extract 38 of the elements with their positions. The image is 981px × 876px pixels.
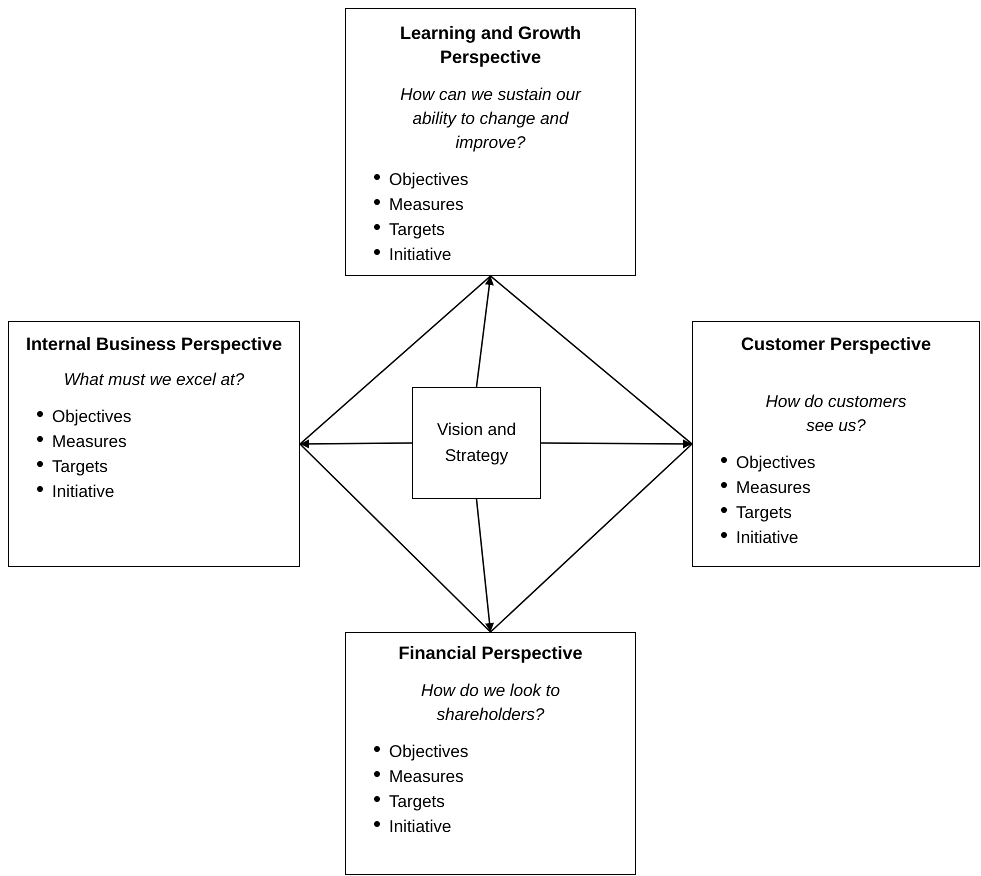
list-item: Targets <box>736 502 792 524</box>
list-item: Objectives <box>389 169 468 191</box>
connector-line <box>300 275 491 445</box>
guiding-question: How do we look to shareholders? <box>420 680 561 726</box>
list-item: Targets <box>389 219 445 241</box>
list-item: Initiative <box>736 527 798 549</box>
list-item: Targets <box>389 791 445 813</box>
list-item: Measures <box>736 477 811 499</box>
perspective-box <box>8 321 300 567</box>
perspective-box <box>692 321 980 567</box>
arrow <box>476 498 494 632</box>
connector-line <box>299 443 492 633</box>
perspective-box <box>345 632 636 875</box>
list-item: Initiative <box>389 244 452 266</box>
list-item: Measures <box>389 766 464 788</box>
box-heading: Learning and Growth Perspective <box>398 22 582 69</box>
guiding-question: How can we sustain our ability to change and improve? <box>399 84 582 154</box>
list-item: Objectives <box>52 406 132 428</box>
list-item: Measures <box>52 431 127 453</box>
center-box <box>412 387 541 499</box>
list-item: Initiative <box>52 481 114 503</box>
box-heading: Internal Business Perspective <box>24 333 284 356</box>
list-item: Initiative <box>389 816 452 838</box>
list-item: Measures <box>389 194 464 216</box>
list-item: Targets <box>52 456 108 478</box>
guiding-question: What must we excel at? <box>62 369 246 391</box>
connector-line <box>490 443 693 633</box>
arrow <box>541 439 692 448</box>
list-item: Objectives <box>736 452 816 474</box>
perspective-box <box>345 8 636 276</box>
arrow <box>300 439 412 448</box>
box-heading: Customer Perspective <box>740 333 932 356</box>
box-heading: Financial Perspective <box>397 642 584 665</box>
connector-line <box>490 275 692 445</box>
box-label: Vision and Strategy <box>436 419 518 467</box>
arrow <box>476 276 494 388</box>
guiding-question: How do customers see us? <box>764 391 908 437</box>
list-item: Objectives <box>389 741 468 763</box>
